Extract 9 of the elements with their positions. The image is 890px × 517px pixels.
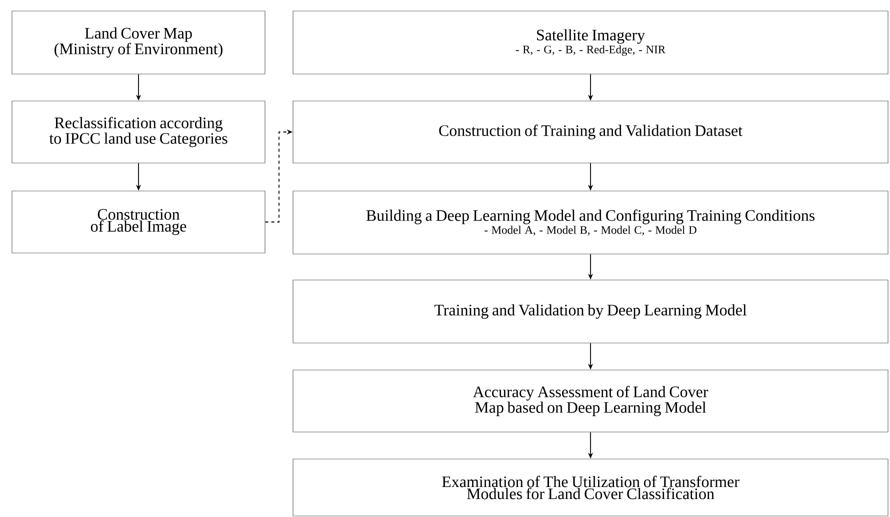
process-box: Construction of Training and Validation Dataset — [292, 100, 888, 164]
process-box: Reclassification according to IPCC land use Categories — [12, 100, 266, 164]
process-box: Building a Deep Learning Model and Configuring Training Conditions - Model A, - Model B, - Model C, - Model D — [292, 190, 888, 254]
process-box: Land Cover Map (Ministry of Environment) — [12, 10, 266, 74]
process-box: Examination of The Utilization of Transformer Modules for Land Cover Classification — [292, 458, 888, 516]
process-box: Accuracy Assessment of Land Cover Map based on Deep Learning Model — [292, 370, 888, 432]
process-box: Satellite Imagery - R, - G, - B, - Red-Edge, - NIR — [292, 10, 888, 74]
process-box: Training and Validation by Deep Learning Model — [292, 280, 888, 344]
process-box: Construction of Label Image — [12, 190, 266, 254]
